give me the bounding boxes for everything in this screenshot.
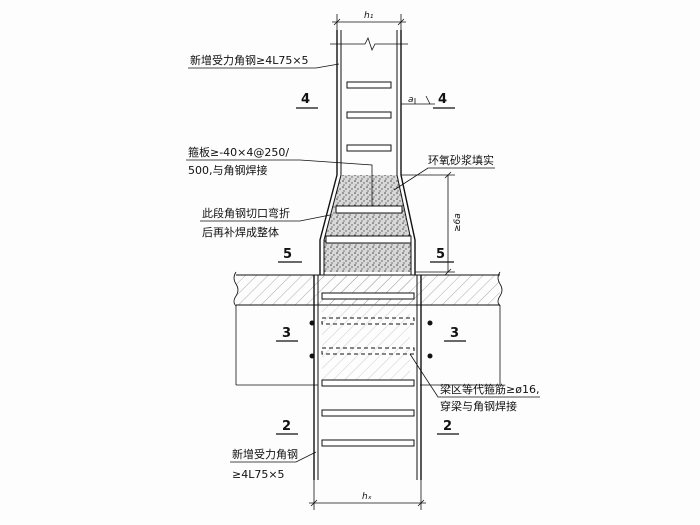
leader-stirrup: [409, 353, 540, 398]
note-epoxy: 环氧砂浆填实: [428, 153, 494, 167]
note-batten-2: 500,与角钢焊接: [188, 163, 268, 177]
dim-a: [401, 95, 435, 105]
note-stirrup-1: 梁区等代箍筋≥ø16,: [440, 382, 539, 396]
section-2-left: 2: [282, 419, 291, 434]
note-cut-2: 后再补焊成整体: [202, 225, 279, 239]
leader-angle-top: [188, 63, 340, 69]
note-angle-top: 新增受力角钢≥4L75×5: [190, 53, 309, 67]
dim-6a: [401, 171, 455, 276]
leader-batten: [186, 159, 373, 206]
dim-top: [332, 14, 406, 30]
weld-dots: [309, 320, 433, 359]
upper-column: [330, 30, 408, 175]
note-angle-bottom-1: 新增受力角钢: [232, 447, 298, 461]
dim-top-label: h₁: [364, 11, 374, 21]
upper-battens: [346, 81, 392, 152]
section-5-right: 5: [436, 247, 445, 262]
note-cut-1: 此段角钢切口弯折: [202, 206, 290, 220]
flare-angles: [319, 174, 416, 275]
note-batten-1: 箍板≥-40×4@250/: [188, 145, 289, 159]
epoxy-mortar-fill: [324, 175, 411, 272]
leader-angle-bottom: [230, 451, 317, 463]
note-angle-bottom-2: ≥4L75×5: [232, 468, 285, 481]
dim-6a-label: ≥6a: [453, 213, 463, 232]
section-4-right: 4: [438, 92, 447, 107]
section-3-right: 3: [450, 326, 459, 341]
note-stirrup-2: 穿梁与角钢焊接: [440, 399, 517, 413]
section-2-right: 2: [443, 419, 452, 434]
beam-below-slab: [235, 305, 501, 386]
lower-column: [313, 275, 422, 480]
joint-zone: [322, 275, 410, 385]
section-5-left: 5: [283, 247, 292, 262]
equivalent-stirrups: [321, 317, 415, 355]
lower-battens: [321, 292, 415, 447]
leader-cut: [200, 214, 331, 222]
section-3-left: 3: [282, 326, 291, 341]
dim-bottom-label: hₓ: [362, 492, 372, 502]
dim-bottom: [309, 480, 426, 510]
dim-a-label: a: [408, 95, 414, 105]
section-4-left: 4: [301, 92, 310, 107]
leader-epoxy: [393, 167, 495, 191]
flare-battens: [325, 205, 412, 244]
